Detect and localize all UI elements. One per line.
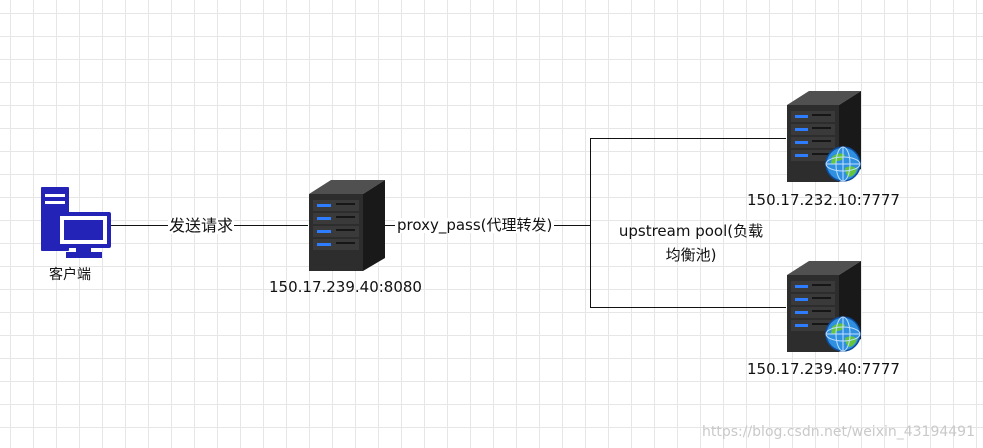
watermark-text: https://blog.csdn.net/weixin_43194491: [701, 424, 975, 440]
upstream-server-1-ip: 150.17.232.10:7777: [747, 191, 900, 209]
server-tower-icon: [309, 180, 385, 271]
globe-icon: [825, 316, 861, 352]
desktop-computer-icon: [41, 187, 111, 258]
edge-label-send-request: 发送请求: [168, 216, 235, 235]
client-label: 客户端: [49, 267, 91, 283]
upstream-server-2: [785, 259, 865, 355]
globe-icon: [825, 146, 861, 182]
edge-label-proxy-pass: proxy_pass(代理转发): [395, 216, 555, 234]
web-server-globe-icon: [787, 91, 861, 182]
web-server-globe-icon: [787, 261, 861, 352]
upstream-server-1: [785, 89, 865, 185]
edge-branch-upstream: [590, 138, 786, 308]
proxy-server-node: [307, 178, 387, 272]
proxy-server-ip: 150.17.239.40:8080: [269, 278, 422, 296]
client-node: [40, 186, 112, 260]
upstream-server-2-ip: 150.17.239.40:7777: [747, 360, 900, 378]
upstream-pool-label: upstream pool(负载均衡池): [618, 222, 764, 264]
